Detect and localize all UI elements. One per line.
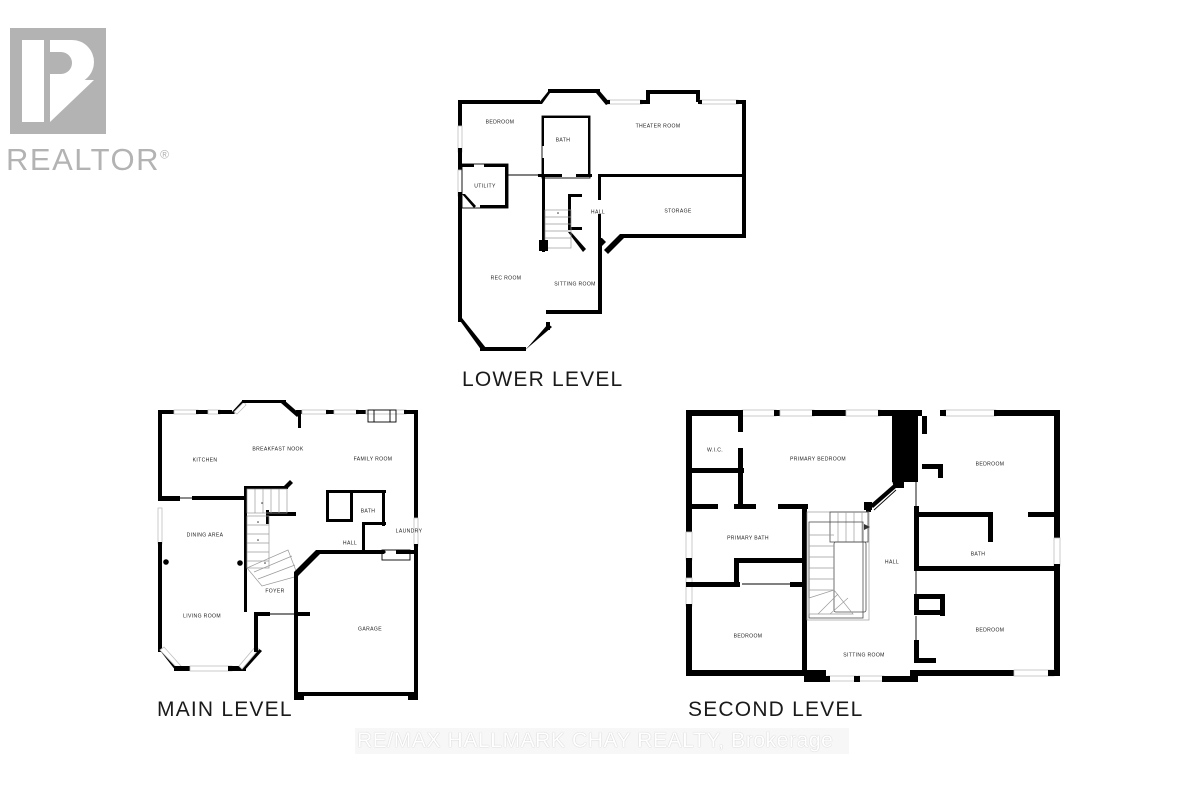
room-label: REC ROOM [491,275,522,281]
room-label: HALL [591,209,605,215]
lower-level-walls [457,89,746,351]
lower-level-svg: BEDROOM BATH THEATER ROOM UTILITY STORAG… [457,89,746,351]
main-level-title: MAIN LEVEL [157,698,293,721]
room-label: BEDROOM [734,633,763,639]
second-level-room-labels: W.I.C. PRIMARY BEDROOM BEDROOM PRIMARY B… [707,447,1004,658]
realtor-logo: REALTOR® [4,18,169,177]
main-level-svg: KITCHEN BREAKFAST NOOK FAMILY ROOM DININ… [157,400,423,700]
room-label: PRIMARY BATH [727,535,769,541]
second-level-svg: W.I.C. PRIMARY BEDROOM BEDROOM PRIMARY B… [685,409,1061,682]
room-label: LAUNDRY [396,528,423,534]
room-label: BATH [971,551,986,557]
second-level-walls [685,409,1061,682]
room-label: BEDROOM [976,461,1005,467]
realtor-wordmark-text: REALTOR [6,142,161,177]
realtor-trademark-symbol: ® [160,147,171,162]
room-label: DINING AREA [187,532,224,538]
room-label: BREAKFAST NOOK [252,446,303,452]
closet-hatch [894,425,916,465]
room-label: BATH [361,508,376,514]
realtor-wordmark: REALTOR® [6,142,170,178]
room-label: BATH [556,137,571,143]
main-level-staircase [246,488,299,587]
lower-level-room-labels: BEDROOM BATH THEATER ROOM UTILITY STORAG… [474,119,692,287]
room-label: THEATER ROOM [636,123,681,129]
brokerage-watermark: RE/MAX HALLMARK CHAY REALTY, Brokerage [355,728,849,754]
realtor-mark-leg [50,80,94,122]
room-label: FOYER [265,588,284,594]
room-label: STORAGE [664,208,692,214]
main-level-walls [157,400,419,700]
floor-plan-lower-level: BEDROOM BATH THEATER ROOM UTILITY STORAG… [450,86,760,361]
room-label: GARAGE [358,626,382,632]
realtor-mark-bowl-inner [50,52,72,74]
room-label: KITCHEN [193,457,218,463]
room-label: LIVING ROOM [183,613,221,619]
lower-level-staircase [539,209,572,251]
room-label: HALL [343,540,357,546]
main-level-room-labels: KITCHEN BREAKFAST NOOK FAMILY ROOM DININ… [183,446,423,632]
realtor-mark-stem [22,40,44,122]
floor-plan-second-level: W.I.C. PRIMARY BEDROOM BEDROOM PRIMARY B… [678,402,1070,690]
room-label: PRIMARY BEDROOM [790,456,846,462]
room-label: HALL [885,559,899,565]
room-label: BEDROOM [486,119,515,125]
room-label: UTILITY [474,183,496,189]
room-label: SITTING ROOM [554,281,596,287]
realtor-r-mark [10,28,106,134]
room-label: BEDROOM [976,627,1005,633]
room-label: W.I.C. [707,447,723,453]
floor-plan-main-level: KITCHEN BREAKFAST NOOK FAMILY ROOM DININ… [150,400,450,700]
room-label: SITTING ROOM [843,652,885,658]
second-level-title: SECOND LEVEL [688,698,864,721]
lower-level-title: LOWER LEVEL [462,368,624,391]
room-label: FAMILY ROOM [354,456,393,462]
second-level-staircase [806,511,870,621]
